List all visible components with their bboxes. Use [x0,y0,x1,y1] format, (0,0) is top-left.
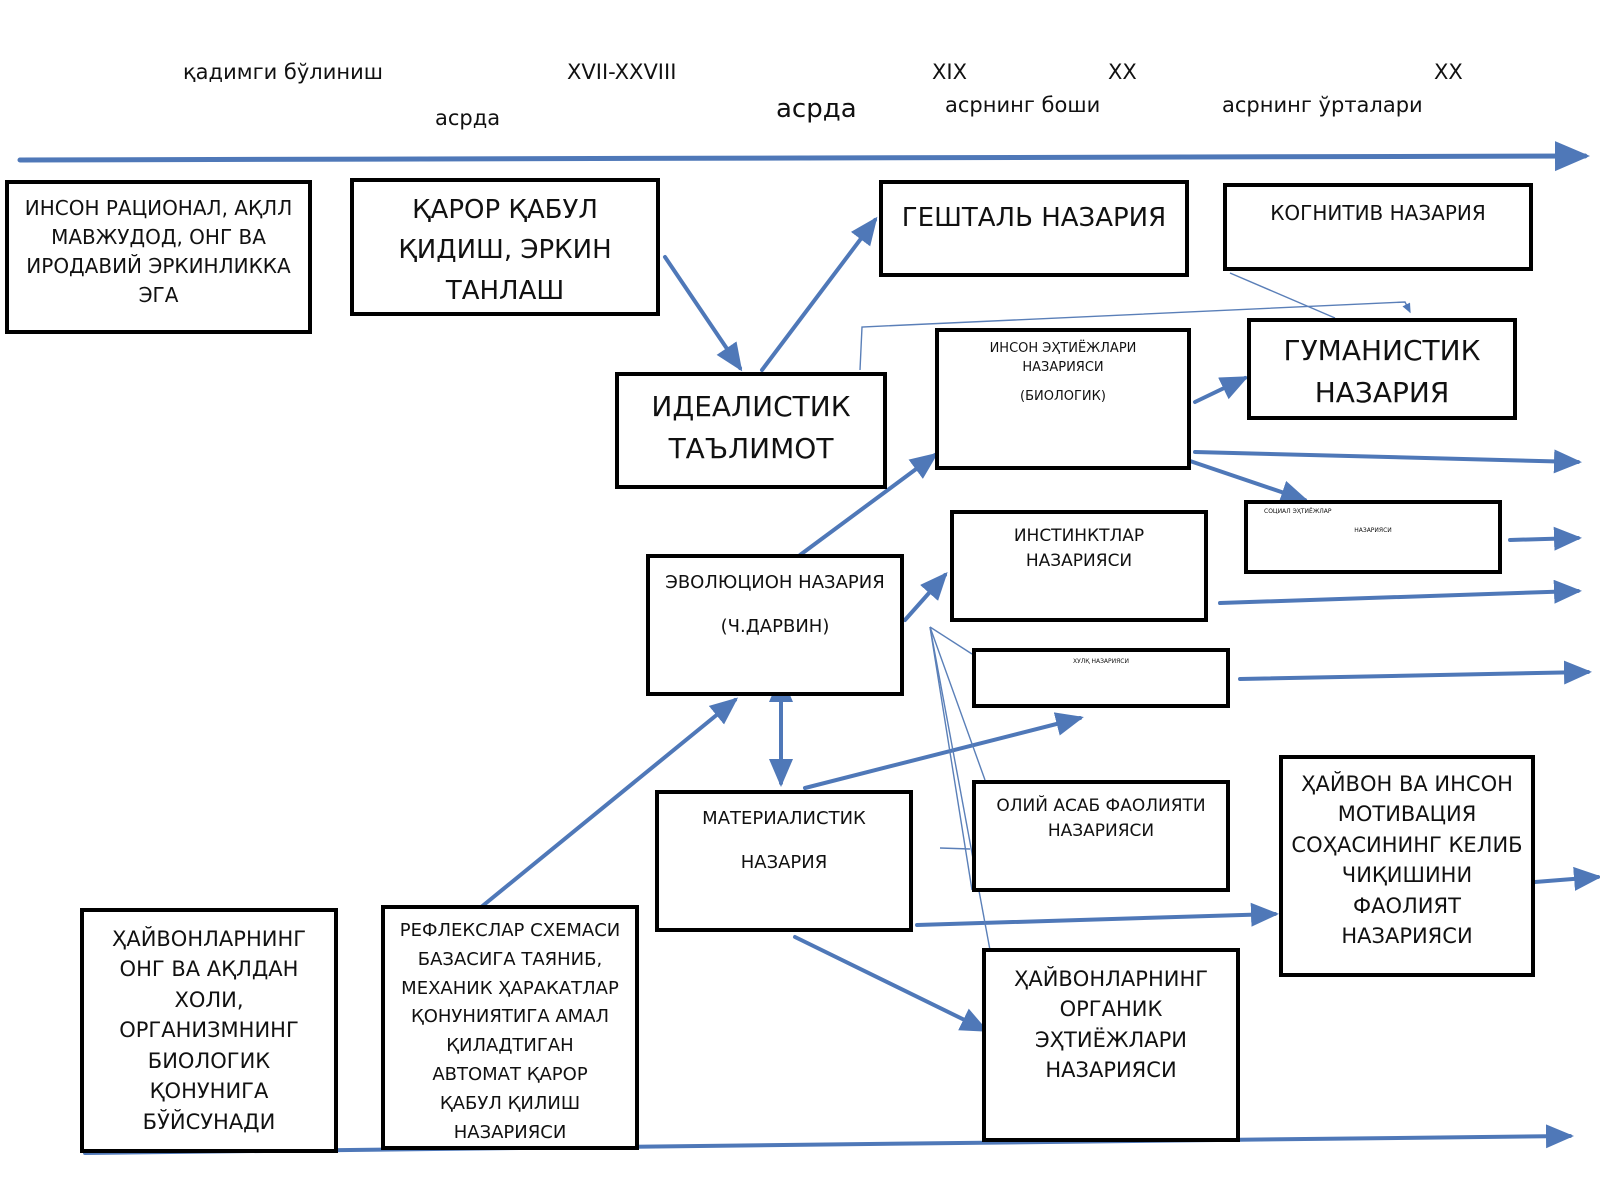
thin-link-evolyutsion-to-oliy-asab-2 [929,626,973,891]
box-materialistik-title: МАТЕРИАЛИСТИК [702,808,866,829]
box-idealistik-text: ИДЕАЛИСТИК ТАЪЛИМОТ [651,390,851,465]
box-ehtiyojlar-title: ИНСОН ЭҲТИЁЖЛАРИ НАЗАРИЯСИ [989,341,1137,375]
box-gumanistik: ГУМАНИСТИК НАЗАРИЯ [1247,318,1517,420]
box-qaror-qabul-text: ҚАРОР ҚАБУЛ ҚИДИШ, ЭРКИН ТАНЛАШ [398,195,612,306]
arrow-xulq-right [1238,660,1592,685]
arrow-evolyutsion-to-instinkt [903,572,948,622]
box-idealistik: ИДЕАЛИСТИК ТАЪЛИМОТ [615,372,887,489]
box-materialistik-sub: НАЗАРИЯ [740,852,828,874]
box-organik-text: ҲАЙВОНЛАРНИНГ ОРГАНИК ЭҲТИЁЖЛАРИ НАЗАРИЯ… [1013,967,1209,1083]
arrow-instinkt-right [1218,579,1582,605]
box-instinktlar-text: ИНСТИНКТЛАР НАЗАРИЯСИ [1013,526,1145,571]
box-refleks: РЕФЛЕКСЛАР СХЕМАСИ БАЗАСИГА ТАЯНИБ, МЕХА… [381,905,639,1150]
box-kognitiv: КОГНИТИВ НАЗАРИЯ [1223,183,1533,271]
arrow-qaror-to-idealistik [663,255,743,372]
arrow-materialistik-to-xulq [803,712,1084,790]
arrow-ehtiyoj-to-gumanistik [1193,376,1249,404]
arrow-ehtiyoj-right [1193,449,1582,474]
box-hayvonlar-ong: ҲАЙВОНЛАРНИНГ ОНГ ВА АҚЛДАН ХОЛИ, ОРГАНИ… [80,908,338,1153]
box-ijtimoiy-line2: НАЗАРИЯСИ [1354,526,1392,534]
thin-link-evolyutsion-to-xulq [929,626,973,655]
box-ijtimoiy: СОЦИАЛ ЭҲТИЁЖЛАР НАЗАРИЯСИ [1244,500,1502,574]
box-evolyutsion-title: ЭВОЛЮЦИОН НАЗАРИЯ [665,572,885,593]
arrow-ehtiyoj-to-ijtimoiy [1188,459,1309,504]
timeline-label-asrning-ortalari: асрнинг ўрталари [1222,93,1423,117]
box-hayvon-inson-text: ҲАЙВОН ВА ИНСОН МОТИВАЦИЯ СОҲАСИНИНГ КЕЛ… [1291,772,1523,949]
timeline-label-asrning-boshi: асрнинг боши [945,93,1101,117]
box-oliy-asab-text: ОЛИЙ АСАБ ФАОЛИЯТИ НАЗАРИЯСИ [996,796,1206,841]
box-materialistik: МАТЕРИАЛИСТИК НАЗАРИЯ [655,790,913,932]
timeline-label-xvii-xxviii: XVII-XXVIII [567,60,677,84]
box-gestalt: ГЕШТАЛЬ НАЗАРИЯ [879,180,1189,277]
box-qaror-qabul: ҚАРОР ҚАБУЛ ҚИДИШ, ЭРКИН ТАНЛАШ [350,178,660,316]
arrow-hayvon-inson-right [1533,866,1600,891]
box-xulq: ХУЛҚ НАЗАРИЯСИ [972,648,1230,708]
thin-link-evolyutsion-to-oliy-asab-1 [929,626,986,781]
box-hayvonlar-ong-text: ҲАЙВОНЛАРНИНГ ОНГ ВА АҚЛДАН ХОЛИ, ОРГАНИ… [111,927,307,1134]
timeline-label-xix: XIX [932,60,967,84]
arrow-refleks-to-evolyutsion [478,697,739,910]
arrow-materialistik-to-hayvon-inson [915,902,1279,927]
box-kognitiv-text: КОГНИТИВ НАЗАРИЯ [1270,201,1486,225]
box-ijtimoiy-line1: СОЦИАЛ ЭҲТИЁЖЛАР [1264,508,1332,515]
box-inson-ratsional-text: ИНСОН РАЦИОНАЛ, АҚЛЛ МАВЖУДОД, ОНГ ВА ИР… [24,196,293,307]
arrow-idealistik-to-gestalt [760,216,878,372]
arrow-ijtimoiy-right [1508,526,1582,551]
box-refleks-text: РЕФЛЕКСЛАР СХЕМАСИ БАЗАСИГА ТАЯНИБ, МЕХА… [399,920,621,1143]
box-hayvon-inson: ҲАЙВОН ВА ИНСОН МОТИВАЦИЯ СОҲАСИНИНГ КЕЛ… [1279,755,1535,977]
box-evolyutsion-sub: (Ч.ДАРВИН) [720,616,830,638]
timeline-top-arrow [17,141,1590,172]
box-organik: ҲАЙВОНЛАРНИНГ ОРГАНИК ЭҲТИЁЖЛАРИ НАЗАРИЯ… [982,948,1240,1142]
thin-link-kognitiv-to-gumanistik [1229,272,1336,319]
box-gestalt-text: ГЕШТАЛЬ НАЗАРИЯ [901,203,1167,233]
arrow-evolyutsion-to-ehtiyoj [798,452,939,557]
box-xulq-text: ХУЛҚ НАЗАРИЯСИ [1073,658,1129,665]
box-inson-ratsional: ИНСОН РАЦИОНАЛ, АҚЛЛ МАВЖУДОД, ОНГ ВА ИР… [5,180,312,334]
thin-link-oliy-asab-left [939,847,971,850]
timeline-label-asrda-2: асрда [776,94,857,124]
arrow-materialistik-to-organik [793,935,989,1032]
timeline-label-qadimgi: қадимги бўлиниш [183,60,383,84]
thin-link-idealistik-to-gumanistik [859,301,1411,371]
thin-link-evolyutsion-to-organik [929,626,991,951]
box-evolyutsion: ЭВОЛЮЦИОН НАЗАРИЯ (Ч.ДАРВИН) [646,554,904,696]
box-oliy-asab: ОЛИЙ АСАБ ФАОЛИЯТИ НАЗАРИЯСИ [972,780,1230,892]
timeline-label-asrda-1: асрда [435,106,501,130]
box-gumanistik-text: ГУМАНИСТИК НАЗАРИЯ [1283,334,1481,409]
timeline-label-xx-1: XX [1108,60,1137,84]
box-ehtiyojlar-sub: (БИОЛОГИК) [1020,388,1106,404]
box-ehtiyojlar: ИНСОН ЭҲТИЁЖЛАРИ НАЗАРИЯСИ (БИОЛОГИК) [935,328,1191,470]
box-instinktlar: ИНСТИНКТЛАР НАЗАРИЯСИ [950,510,1208,622]
timeline-label-xx-2: XX [1434,60,1463,84]
